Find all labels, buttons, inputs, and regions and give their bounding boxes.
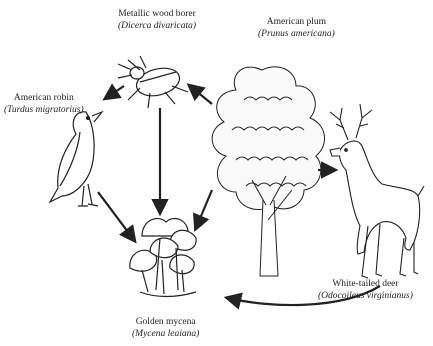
deer-common-name: White-tailed deer [318, 278, 413, 290]
label-robin: American robin (Turdus migratorius) [4, 92, 84, 116]
arrow-plum-to-borer [190, 86, 212, 104]
arrow-borer-to-robin [106, 86, 124, 98]
robin-scientific-name: (Turdus migratorius) [4, 104, 84, 116]
plum-common-name: American plum [258, 16, 335, 28]
label-plum: American plum (Prunus americana) [258, 16, 335, 40]
wood-borer-illustration [118, 56, 188, 108]
mycena-common-name: Golden mycena [132, 316, 199, 328]
mycena-illustration [130, 218, 196, 296]
label-wood-borer: Metallic wood borer (Dicerca divaricata) [118, 8, 196, 32]
mycena-scientific-name: (Mycena leaiana) [132, 328, 199, 340]
arrow-plum-to-mycena [196, 190, 212, 228]
deer-illustration [330, 104, 424, 278]
wood-borer-common-name: Metallic wood borer [118, 8, 196, 20]
robin-illustration [50, 112, 102, 206]
wood-borer-scientific-name: (Dicerca divaricata) [118, 20, 196, 32]
plum-scientific-name: (Prunus americana) [258, 28, 335, 40]
robin-common-name: American robin [4, 92, 84, 104]
label-deer: White-tailed deer (Odocoileus virginianu… [318, 278, 413, 302]
deer-scientific-name: (Odocoileus virginianus) [318, 290, 413, 302]
label-mycena: Golden mycena (Mycena leaiana) [132, 316, 199, 340]
plum-tree-illustration [212, 67, 324, 276]
arrow-robin-to-mycena [98, 192, 134, 240]
